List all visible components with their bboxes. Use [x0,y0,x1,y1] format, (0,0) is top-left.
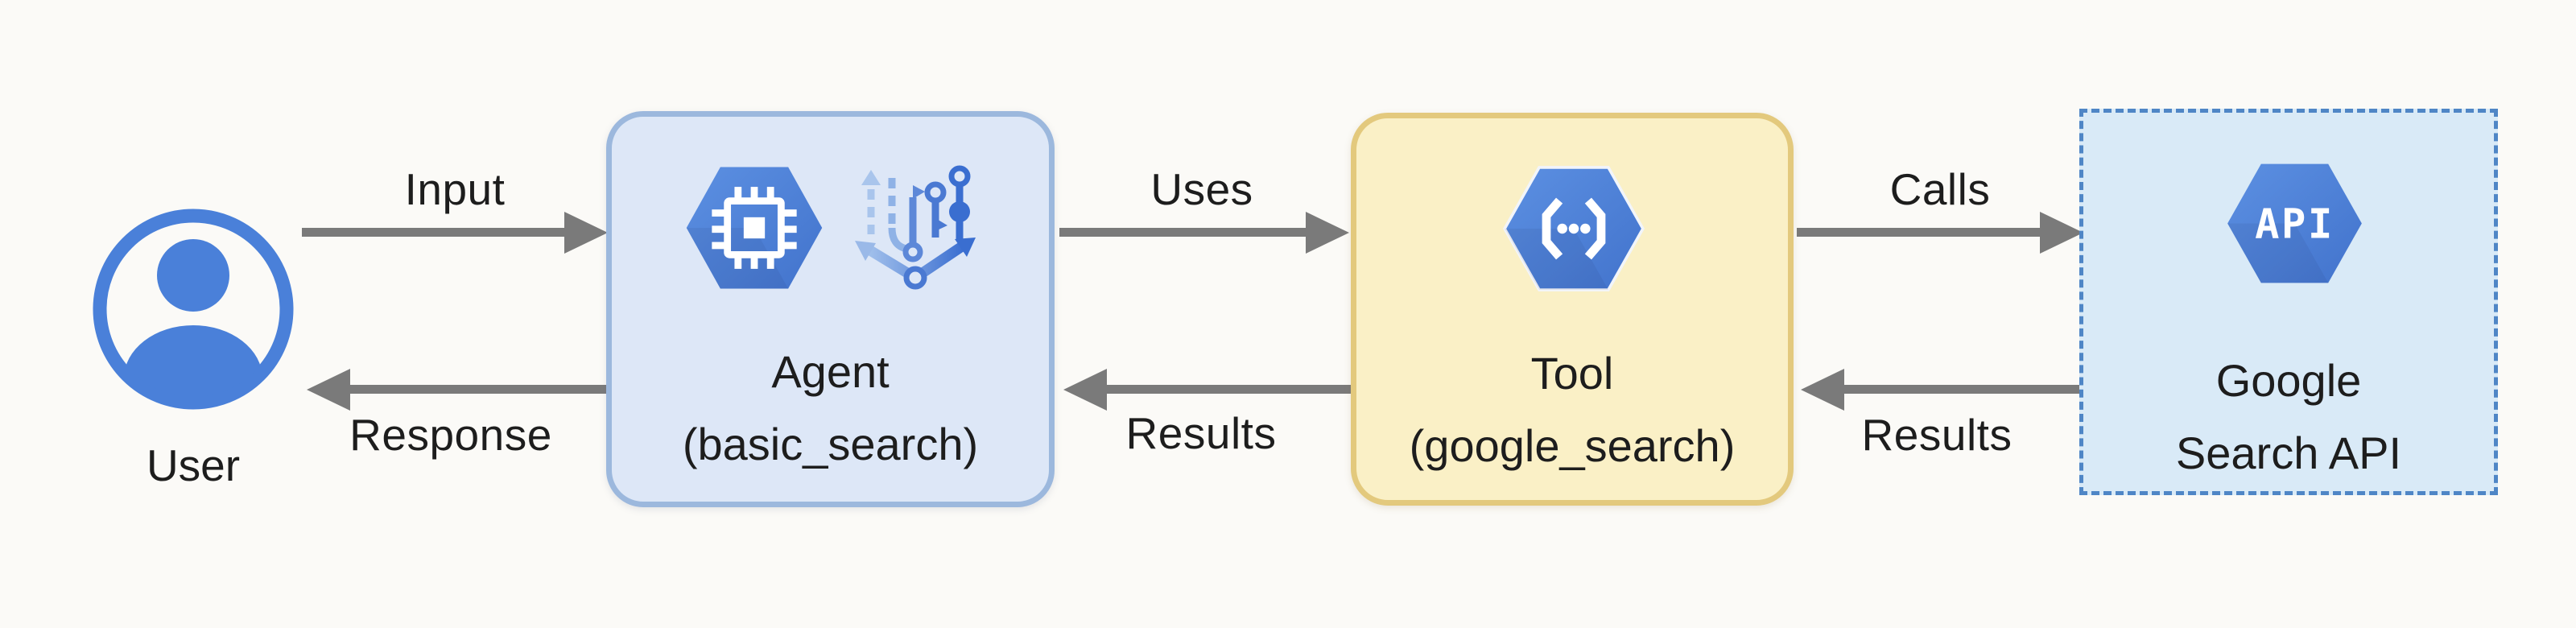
input-arrow-label: Input [404,164,506,214]
api-hexagon-icon: API [2227,163,2362,283]
agent-title: Agent [771,346,890,397]
response-arrow [350,385,616,394]
tool-subtitle: (google_search) [1409,420,1736,471]
results-tool-to-agent-arrow [1107,385,1351,394]
user-icon [93,209,294,410]
input-arrow [302,228,564,237]
api-title: Google [2215,355,2362,406]
response-arrow-label: Response [349,410,552,460]
tool-node: Tool (google_search) [1351,113,1794,506]
calls-arrow-label: Calls [1889,164,1991,214]
agent-subtitle: (basic_search) [682,419,979,469]
calls-arrow [1797,228,2040,237]
api-badge-text: API [2255,200,2334,248]
uses-arrow-label: Uses [1150,164,1253,214]
tool-title: Tool [1530,348,1614,399]
code-brackets-hexagon-icon [1503,166,1645,291]
agent-node: Agent (basic_search) [606,111,1055,507]
branching-flow-icon [855,165,976,290]
uses-arrow [1059,228,1306,237]
cpu-hexagon-icon [686,167,823,289]
google-search-api-node: API Google Search API [2079,109,2498,495]
results-tool-to-agent-label: Results [1125,408,1277,458]
user-label: User [146,440,241,490]
results-api-to-tool-arrow [1844,385,2086,394]
api-subtitle: Search API [2175,428,2402,478]
results-api-to-tool-label: Results [1861,410,2013,460]
